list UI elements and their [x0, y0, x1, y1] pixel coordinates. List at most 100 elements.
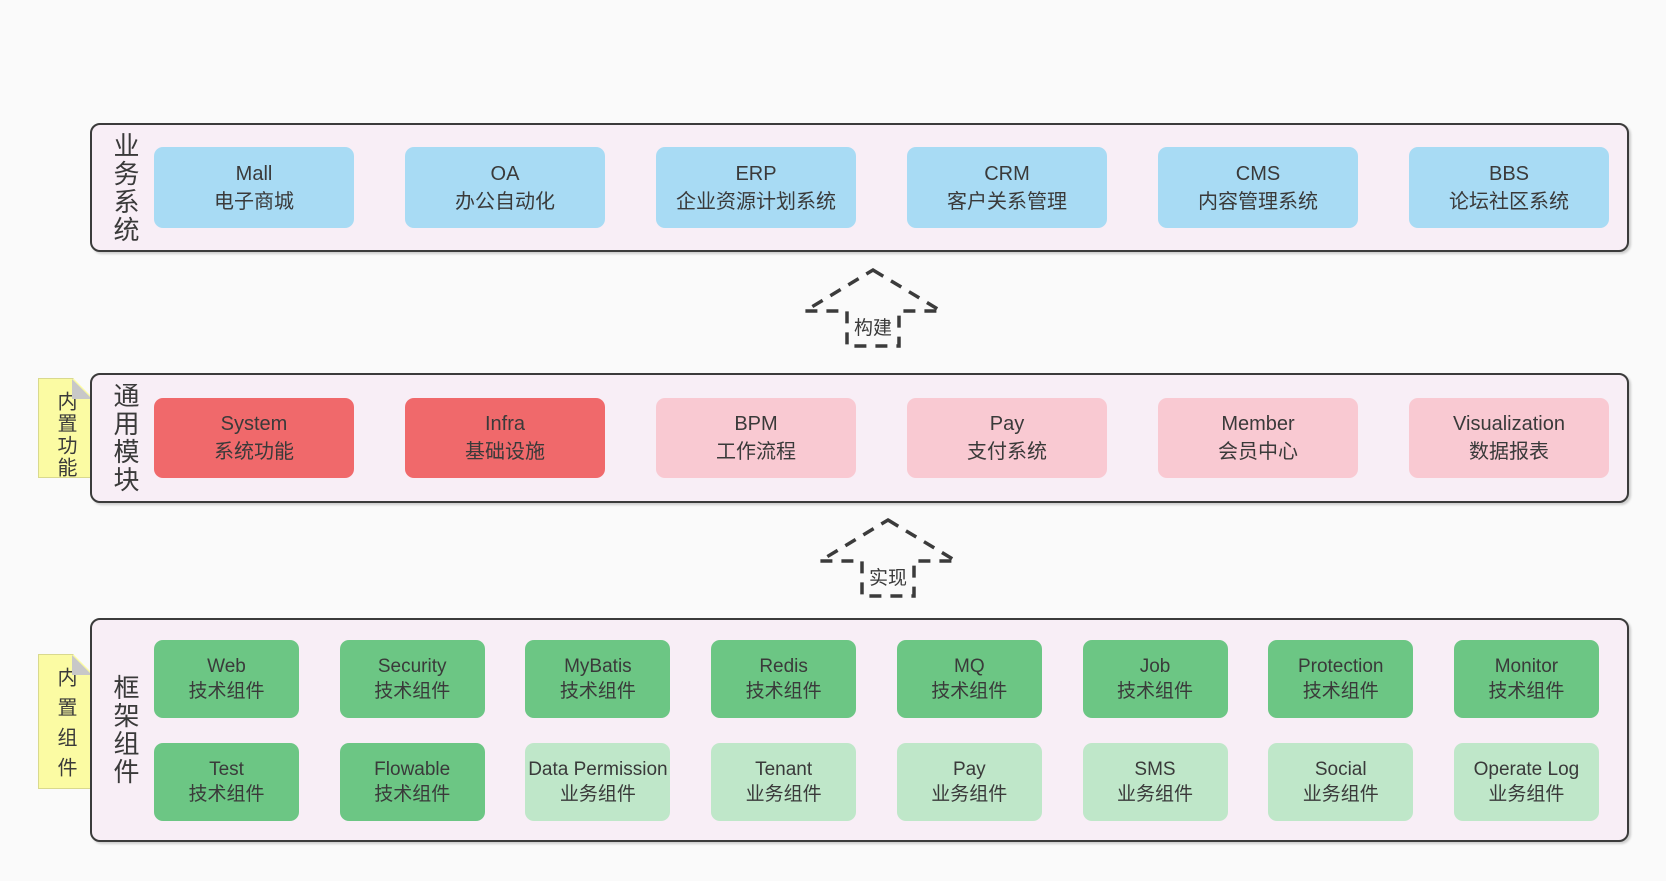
- box-job-title: Job: [1139, 655, 1171, 677]
- box-system-subtitle: 系统功能: [214, 441, 294, 463]
- box-infra-subtitle: 基础设施: [465, 441, 545, 463]
- box-test-title: Test: [209, 758, 244, 780]
- box-test: Test 技术组件: [154, 742, 299, 821]
- arrow-build: 构建: [793, 266, 953, 350]
- box-pay-module-title: Pay: [989, 413, 1025, 435]
- box-system-title: System: [220, 413, 288, 435]
- box-social-title: Social: [1314, 758, 1367, 780]
- box-mall-subtitle: 电子商城: [214, 190, 294, 213]
- box-web-subtitle: 技术组件: [188, 680, 265, 702]
- sticky-note-builtin-components-label: 内置组件: [54, 667, 76, 787]
- box-pay-component-subtitle: 业务组件: [931, 783, 1008, 805]
- box-member-subtitle: 会员中心: [1218, 441, 1298, 463]
- box-security-title: Security: [377, 655, 447, 677]
- box-mq-title: MQ: [954, 655, 985, 677]
- box-sms-title: SMS: [1134, 758, 1176, 780]
- arrow-implement-shape: 实现: [813, 517, 963, 598]
- box-mq-subtitle: 技术组件: [931, 680, 1008, 702]
- sticky-note-builtin-features: 内置功能: [38, 378, 93, 478]
- band-business-systems-boxes: Mall 电子商城 OA 办公自动化 ERP 企业资源计划系统 CRM 客户关系…: [154, 147, 1609, 228]
- box-pay-component: Pay 业务组件: [896, 742, 1042, 821]
- sticky-note-builtin-features-label: 内置功能: [54, 391, 76, 479]
- box-infra: Infra 基础设施: [405, 398, 605, 478]
- arrow-build-label: 构建: [854, 317, 892, 339]
- box-member-title: Member: [1221, 413, 1295, 435]
- box-social-subtitle: 业务组件: [1302, 783, 1379, 805]
- box-cms: CMS 内容管理系统: [1158, 147, 1358, 228]
- box-oa: OA 办公自动化: [405, 147, 605, 228]
- box-redis-subtitle: 技术组件: [745, 680, 822, 702]
- box-operate-log-subtitle: 业务组件: [1488, 783, 1565, 805]
- box-test-subtitle: 技术组件: [188, 783, 265, 805]
- box-security-subtitle: 技术组件: [374, 680, 451, 702]
- box-system: System 系统功能: [154, 398, 354, 478]
- box-bbs-subtitle: 论坛社区系统: [1449, 190, 1569, 213]
- band-common-modules-boxes: System 系统功能 Infra 基础设施 BPM 工作流程 Pay 支付系统…: [154, 398, 1609, 478]
- box-flowable: Flowable 技术组件: [339, 742, 485, 821]
- box-bpm-title: BPM: [734, 413, 778, 435]
- box-protection: Protection 技术组件: [1268, 639, 1414, 718]
- box-monitor-subtitle: 技术组件: [1488, 680, 1565, 702]
- box-flowable-title: Flowable: [374, 758, 451, 780]
- arrow-implement: 实现: [808, 516, 968, 600]
- band-framework-components-boxes: Web 技术组件 Security 技术组件 MyBatis 技术组件 Redi…: [154, 639, 1599, 821]
- box-sms: SMS 业务组件: [1082, 742, 1228, 821]
- box-job-subtitle: 技术组件: [1117, 680, 1194, 702]
- box-job: Job 技术组件: [1082, 639, 1228, 718]
- box-oa-subtitle: 办公自动化: [455, 190, 555, 213]
- box-mybatis-title: MyBatis: [564, 655, 632, 677]
- box-bbs: BBS 论坛社区系统: [1409, 147, 1609, 228]
- box-bbs-title: BBS: [1488, 162, 1530, 185]
- sticky-note-builtin-components: 内置组件: [38, 654, 93, 789]
- box-data-permission-title: Data Permission: [528, 758, 668, 780]
- box-redis: Redis 技术组件: [711, 639, 857, 718]
- band-framework-components: 框架组件 Web 技术组件 Security 技术组件 MyBatis 技术组件…: [90, 618, 1629, 842]
- box-infra-title: Infra: [484, 413, 526, 435]
- box-redis-title: Redis: [759, 655, 808, 677]
- box-erp-subtitle: 企业资源计划系统: [676, 190, 836, 213]
- box-visualization-subtitle: 数据报表: [1469, 441, 1549, 463]
- band-common-modules-label: 通用模块: [110, 382, 140, 494]
- box-operate-log: Operate Log 业务组件: [1453, 742, 1599, 821]
- box-crm: CRM 客户关系管理: [907, 147, 1107, 228]
- box-operate-log-title: Operate Log: [1473, 758, 1580, 780]
- box-mall: Mall 电子商城: [154, 147, 354, 228]
- box-erp: ERP 企业资源计划系统: [656, 147, 856, 228]
- box-bpm-subtitle: 工作流程: [716, 441, 796, 463]
- arrow-up-icon: [798, 267, 948, 348]
- box-pay-module: Pay 支付系统: [907, 398, 1107, 478]
- box-erp-title: ERP: [735, 162, 777, 185]
- box-web-title: Web: [207, 655, 246, 677]
- box-protection-title: Protection: [1297, 655, 1384, 677]
- arrow-implement-label-bg: [865, 566, 911, 590]
- box-visualization: Visualization 数据报表: [1409, 398, 1609, 478]
- box-flowable-subtitle: 技术组件: [374, 783, 451, 805]
- arrow-up-icon: [813, 517, 963, 598]
- box-mybatis: MyBatis 技术组件: [525, 639, 671, 718]
- box-monitor-title: Monitor: [1494, 655, 1559, 677]
- box-bpm: BPM 工作流程: [656, 398, 856, 478]
- box-protection-subtitle: 技术组件: [1302, 680, 1379, 702]
- arrow-build-label-bg: [850, 316, 896, 340]
- box-social: Social 业务组件: [1268, 742, 1414, 821]
- box-mall-title: Mall: [235, 162, 273, 185]
- box-mq: MQ 技术组件: [896, 639, 1042, 718]
- box-tenant-subtitle: 业务组件: [745, 783, 822, 805]
- band-business-systems: 业务系统 Mall 电子商城 OA 办公自动化 ERP 企业资源计划系统 CRM…: [90, 123, 1629, 252]
- box-oa-title: OA: [490, 162, 520, 185]
- band-framework-components-label: 框架组件: [110, 674, 140, 786]
- box-security: Security 技术组件: [339, 639, 485, 718]
- box-mybatis-subtitle: 技术组件: [559, 680, 636, 702]
- box-monitor: Monitor 技术组件: [1453, 639, 1599, 718]
- framework-components-row-2: Test 技术组件 Flowable 技术组件 Data Permission …: [154, 742, 1599, 821]
- box-tenant-title: Tenant: [755, 758, 813, 780]
- box-web: Web 技术组件: [154, 639, 299, 718]
- box-visualization-title: Visualization: [1453, 413, 1565, 435]
- arrow-build-shape: 构建: [798, 267, 948, 348]
- arrow-implement-label: 实现: [869, 567, 907, 589]
- box-crm-subtitle: 客户关系管理: [947, 190, 1067, 213]
- box-cms-subtitle: 内容管理系统: [1198, 190, 1318, 213]
- box-sms-subtitle: 业务组件: [1117, 783, 1194, 805]
- box-member: Member 会员中心: [1158, 398, 1358, 478]
